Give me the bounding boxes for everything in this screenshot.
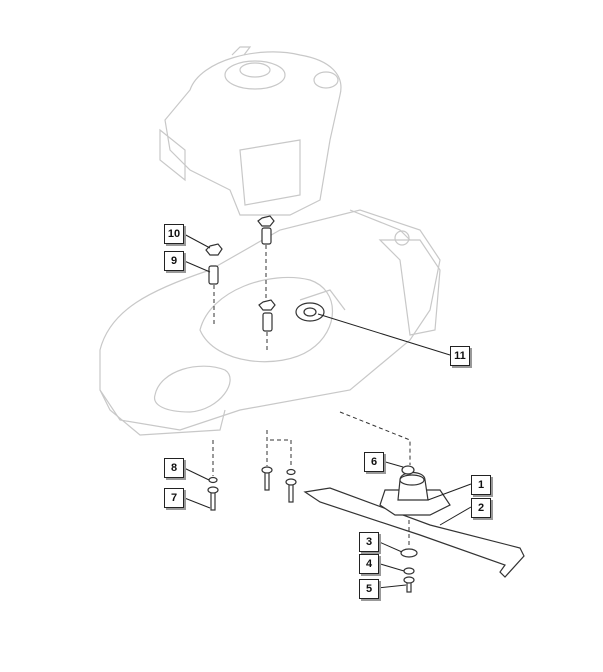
blade-assembly bbox=[303, 465, 525, 593]
mower-deck-outline bbox=[99, 209, 441, 436]
callout-5[interactable]: 5 bbox=[359, 579, 379, 599]
engine-outline bbox=[159, 46, 342, 216]
callout-2[interactable]: 2 bbox=[471, 498, 491, 518]
callout-7[interactable]: 7 bbox=[164, 488, 184, 508]
callout-11[interactable]: 11 bbox=[450, 346, 470, 366]
callout-8[interactable]: 8 bbox=[164, 458, 184, 478]
callout-4[interactable]: 4 bbox=[359, 554, 379, 574]
leader-lines bbox=[181, 232, 472, 589]
assembly-lines bbox=[212, 245, 411, 548]
callout-6[interactable]: 6 bbox=[364, 452, 384, 472]
callout-1[interactable]: 1 bbox=[471, 475, 491, 495]
callout-10[interactable]: 10 bbox=[164, 224, 184, 244]
hardware-parts bbox=[205, 215, 325, 511]
callout-3[interactable]: 3 bbox=[359, 532, 379, 552]
callout-9[interactable]: 9 bbox=[164, 251, 184, 271]
